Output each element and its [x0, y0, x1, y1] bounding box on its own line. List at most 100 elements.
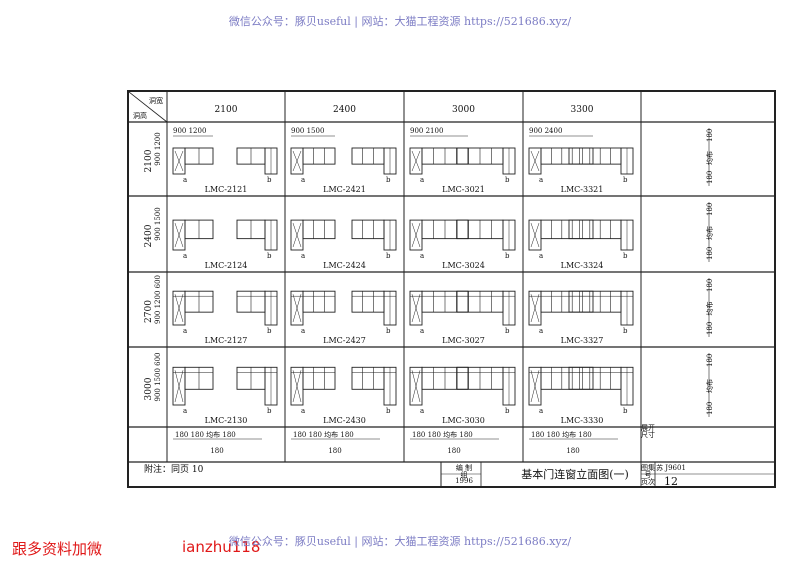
variant-label-a: a — [301, 407, 305, 415]
variant-label-a: a — [539, 327, 543, 335]
column-width-header: 2100 — [215, 105, 238, 115]
variant-label-b: b — [386, 252, 391, 260]
model-label: LMC-2430 — [323, 416, 366, 425]
window-frame — [302, 366, 336, 390]
bottom-dimensions: 180 180 均布 180 — [293, 430, 354, 439]
variant-label-a: a — [183, 176, 187, 184]
bottom-dimensions: 180 180 均布 180 — [531, 430, 592, 439]
bottom-dimension-180: 180 — [566, 447, 579, 455]
column-width-dimensions: 900 1200 — [173, 127, 206, 135]
column-width-header: 2400 — [333, 105, 356, 115]
corner-diagonal — [129, 92, 168, 123]
door-swing-line — [174, 294, 184, 323]
bottom-dimension-180: 180 — [210, 447, 223, 455]
watermark-top: 微信公众号：豚贝useful | 网站：大猫工程资源 https://52168… — [228, 15, 572, 28]
model-label: LMC-2121 — [205, 185, 248, 194]
bottom-dimension-180: 180 — [328, 447, 341, 455]
unfold-size-label: 展开 尺寸 — [637, 424, 659, 440]
window-frame — [568, 290, 622, 313]
window-frame — [540, 219, 594, 240]
variant-label-a: a — [183, 407, 187, 415]
variant-label-b: b — [267, 176, 272, 184]
title-block-designer-label: 编 制 组 — [455, 464, 473, 479]
window-frame — [568, 219, 622, 240]
bottom-dimension-180: 180 — [447, 447, 460, 455]
window-frame — [351, 219, 385, 240]
variant-label-b: b — [267, 252, 272, 260]
model-label: LMC-3024 — [442, 261, 485, 270]
door-swing-line — [411, 223, 421, 248]
row-height-header: 2400 — [144, 224, 154, 247]
door-swing-line — [530, 150, 540, 172]
unfold-label-line1: 展开 — [641, 424, 655, 432]
variant-label-b: b — [267, 327, 272, 335]
column-width-dimensions: 900 1500 — [291, 127, 324, 135]
window-frame — [351, 366, 385, 390]
door-swing-line — [292, 370, 302, 403]
row-height-header: 3000 — [144, 377, 154, 400]
door-swing-line — [292, 223, 302, 248]
row-height-header: 2100 — [144, 149, 154, 172]
model-label: LMC-2424 — [323, 261, 366, 270]
column-width-dimensions: 900 2100 — [410, 127, 443, 135]
window-frame — [351, 147, 385, 165]
variant-label-a: a — [539, 252, 543, 260]
model-label: LMC-3321 — [561, 185, 604, 194]
variant-label-b: b — [623, 327, 628, 335]
model-label: LMC-3324 — [561, 261, 604, 270]
variant-label-b: b — [505, 327, 510, 335]
door-swing-line — [530, 223, 540, 248]
right-dimension-180: 180 — [706, 354, 714, 367]
variant-label-b: b — [386, 407, 391, 415]
variant-label-b: b — [623, 252, 628, 260]
right-dimension-even: 均布 — [705, 151, 714, 165]
title-block-page-label: 页次 — [641, 478, 655, 486]
title-block-year: 1996 — [455, 477, 473, 485]
variant-label-b: b — [505, 407, 510, 415]
right-dimension-180: 180 — [706, 279, 714, 292]
right-dimension-180: 180 — [706, 203, 714, 216]
row-height-dimensions: 900 1500 600 — [154, 353, 162, 402]
window-frame — [540, 290, 594, 313]
title-block-title: 基本门连窗立面图(一) — [521, 468, 629, 481]
variant-label-a: a — [183, 327, 187, 335]
door-swing-line — [411, 370, 421, 403]
title-block-atlas-label: 图集号 — [641, 464, 655, 479]
model-label: LMC-2427 — [323, 336, 366, 345]
right-dimension-180: 180 — [706, 402, 714, 415]
door-swing-line — [292, 294, 302, 323]
door-swing-line — [411, 150, 421, 172]
row-height-dimensions: 900 1500 — [154, 207, 162, 240]
door-swing-line — [530, 370, 540, 403]
corner-height-label: 洞高 — [133, 111, 147, 120]
right-dimension-even: 均布 — [705, 379, 714, 393]
door-swing-line — [174, 370, 184, 403]
bottom-dimensions: 180 180 均布 180 — [175, 430, 236, 439]
row-height-dimensions: 900 1200 600 — [154, 275, 162, 324]
window-frame — [568, 147, 622, 165]
variant-label-b: b — [386, 176, 391, 184]
right-dimension-180: 180 — [706, 171, 714, 184]
window-frame — [540, 366, 594, 390]
variant-label-a: a — [420, 252, 424, 260]
window-frame — [540, 147, 594, 165]
right-dimension-even: 均布 — [705, 302, 714, 316]
variant-label-b: b — [267, 407, 272, 415]
row-height-header: 2700 — [144, 300, 154, 323]
right-dimension-180: 180 — [706, 247, 714, 260]
title-block-page-number: 12 — [664, 475, 678, 488]
variant-label-a: a — [301, 176, 305, 184]
variant-label-a: a — [301, 252, 305, 260]
column-width-header: 3000 — [452, 105, 475, 115]
model-label: LMC-3021 — [442, 185, 485, 194]
variant-label-a: a — [420, 327, 424, 335]
unfold-label-line2: 尺寸 — [641, 431, 655, 440]
window-frame — [351, 290, 385, 313]
door-swing-line — [174, 223, 184, 248]
variant-label-a: a — [301, 327, 305, 335]
title-block-atlas-number: 苏 J9601 — [656, 464, 686, 472]
model-label: LMC-2130 — [205, 416, 248, 425]
variant-label-a: a — [539, 176, 543, 184]
